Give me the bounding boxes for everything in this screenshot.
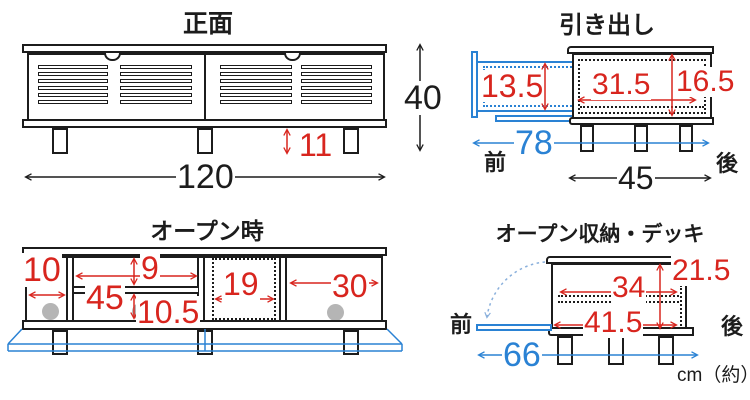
louver-slat bbox=[220, 86, 292, 90]
door-swing-arc bbox=[484, 261, 546, 319]
side-bottom-board bbox=[569, 117, 714, 125]
dim-drawer-inner-width: 31.5 bbox=[591, 68, 652, 101]
open-shelf bbox=[74, 286, 198, 294]
louver-panel bbox=[301, 65, 372, 107]
deck-dotted-back bbox=[680, 285, 682, 329]
cable-hole bbox=[42, 303, 59, 320]
front-label: 前 bbox=[450, 312, 473, 337]
front-bottom-board bbox=[22, 119, 387, 128]
dim-right-width: 30 bbox=[331, 268, 369, 304]
louver-slat bbox=[220, 79, 292, 83]
dim-drawer-inner-height: 13.5 bbox=[480, 68, 545, 104]
louver-slat bbox=[301, 65, 372, 69]
dim-left-width: 10 bbox=[22, 251, 62, 289]
open-divider bbox=[66, 258, 74, 320]
louver-slat bbox=[120, 72, 192, 76]
drawer-slide-rail bbox=[495, 115, 574, 122]
side-leg bbox=[580, 125, 594, 152]
open-divider bbox=[279, 258, 287, 320]
louver-slat bbox=[301, 100, 372, 104]
dim-height-40: 40 bbox=[403, 79, 443, 117]
louver-slat bbox=[120, 86, 192, 90]
open-leg bbox=[52, 330, 68, 355]
back-label: 後 bbox=[721, 314, 744, 339]
units-note: cm（約） bbox=[677, 365, 750, 386]
open-leg bbox=[197, 330, 213, 355]
side-body-inner-dotted-line bbox=[580, 106, 704, 108]
louver-slat bbox=[220, 93, 292, 97]
deck-leg bbox=[608, 336, 624, 365]
dim-deck-width: 19 bbox=[222, 266, 260, 302]
deck-view-title: オープン収納・デッキ bbox=[495, 223, 705, 246]
louver-slat bbox=[120, 65, 192, 69]
back-label: 後 bbox=[716, 151, 739, 176]
dim-deck-depth: 34 bbox=[611, 271, 647, 304]
open-divider bbox=[197, 258, 205, 320]
louver-panel bbox=[38, 65, 108, 107]
front-label: 前 bbox=[484, 150, 507, 175]
louver-slat bbox=[301, 79, 372, 83]
front-leg bbox=[197, 128, 213, 154]
deck-leg bbox=[658, 336, 674, 365]
dim-inner-height: 21.5 bbox=[671, 254, 732, 287]
front-leg bbox=[343, 128, 359, 154]
dim-pullout-depth: 78 bbox=[514, 124, 554, 162]
front-leg bbox=[52, 128, 68, 154]
louver-slat bbox=[120, 100, 192, 104]
dim-body-inner-height: 16.5 bbox=[675, 65, 736, 98]
drawer-front-panel bbox=[471, 51, 478, 118]
open-view-title: オープン時 bbox=[150, 218, 264, 244]
louver-slat bbox=[301, 86, 372, 90]
louver-slat bbox=[38, 100, 108, 104]
louver-slat bbox=[220, 100, 292, 104]
front-top-board bbox=[22, 44, 387, 53]
louver-slat bbox=[38, 65, 108, 69]
deck-leg bbox=[557, 336, 573, 365]
louver-panel bbox=[120, 65, 192, 107]
cable-hole bbox=[327, 304, 344, 321]
louver-slat bbox=[38, 86, 108, 90]
louver-slat bbox=[38, 93, 108, 97]
open-leg bbox=[343, 330, 359, 355]
louver-slat bbox=[220, 72, 292, 76]
louver-slat bbox=[301, 72, 372, 76]
open-top-board bbox=[22, 247, 387, 256]
louver-slat bbox=[120, 79, 192, 83]
dim-width-120: 120 bbox=[176, 158, 235, 196]
dim-open-depth: 66 bbox=[502, 336, 542, 374]
drawer-view-title: 引き出し bbox=[559, 12, 655, 39]
dim-center-width: 45 bbox=[85, 279, 125, 317]
dim-inner-depth: 41.5 bbox=[583, 306, 644, 339]
louver-slat bbox=[38, 72, 108, 76]
louver-slat bbox=[120, 93, 192, 97]
louver-slat bbox=[38, 79, 108, 83]
dim-upper-height: 9 bbox=[140, 250, 160, 286]
dim-lower-height: 10.5 bbox=[136, 294, 201, 330]
louver-slat bbox=[301, 93, 372, 97]
dim-body-depth: 45 bbox=[617, 160, 655, 196]
front-door-divider bbox=[204, 53, 206, 121]
louver-panel bbox=[220, 65, 292, 107]
side-leg bbox=[679, 125, 693, 152]
front-view-title: 正面 bbox=[182, 10, 233, 38]
dim-leg-11: 11 bbox=[298, 127, 334, 163]
louver-slat bbox=[220, 65, 292, 69]
open-deck-dotted-area bbox=[212, 258, 276, 320]
side-leg bbox=[634, 125, 648, 152]
open-flap-door bbox=[476, 324, 552, 331]
open-bottom-board bbox=[22, 320, 387, 330]
